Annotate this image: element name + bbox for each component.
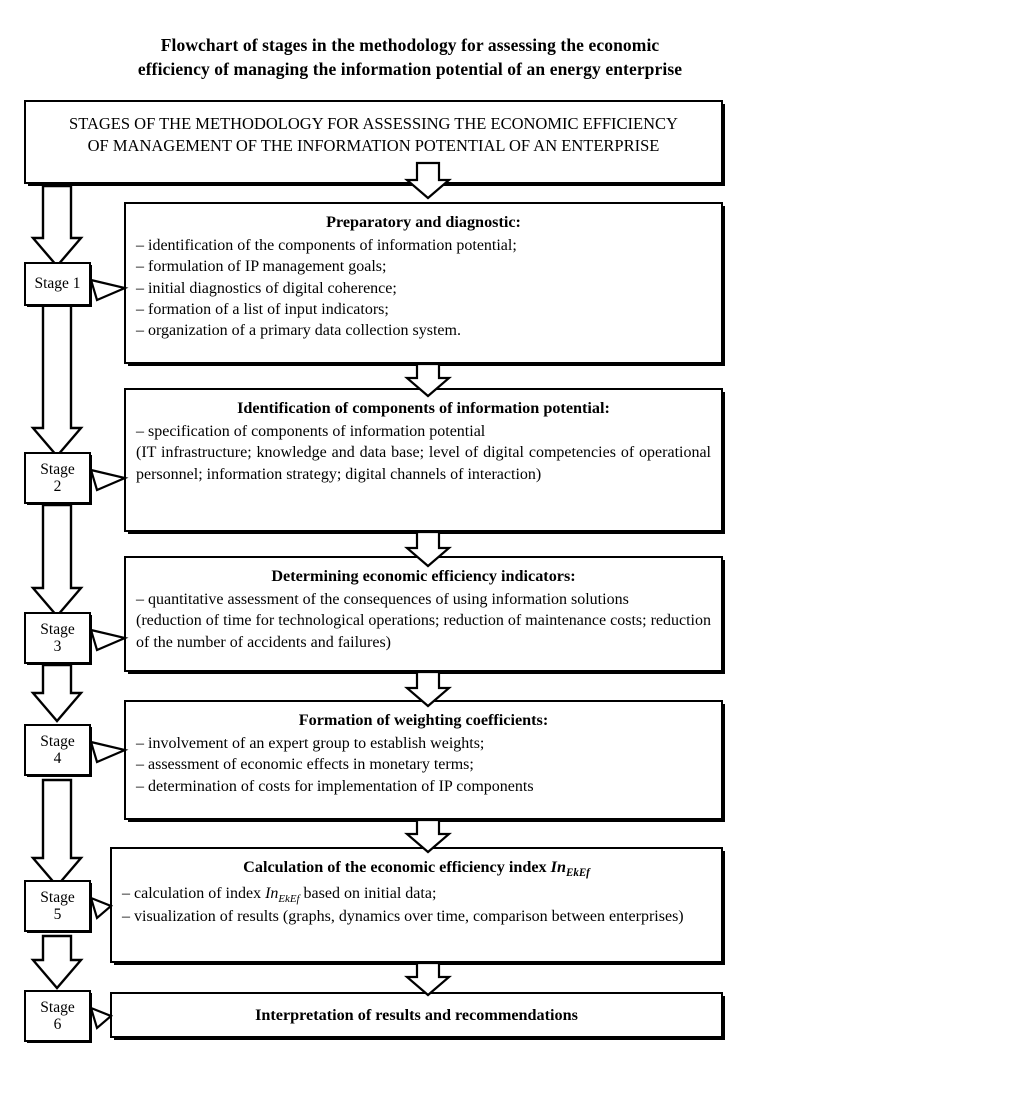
stage-tag-4-label-line-2: 4 xyxy=(53,750,62,767)
stage-tag-6[interactable]: Stage 6 xyxy=(24,990,91,1042)
spine-arrow-to-stage-4 xyxy=(30,663,84,723)
stage-tag-2-label-line-2: 2 xyxy=(53,478,62,495)
stage-box-4-line-2: – assessment of economic effects in mone… xyxy=(136,756,474,774)
index-symbol-heading: InEkEf xyxy=(550,858,590,880)
stage-box-5-line-1-prefix: – calculation of index xyxy=(122,884,266,902)
stage-box-6-heading: Interpretation of results and recommenda… xyxy=(255,1006,578,1024)
stage-tag-5-label-line-1: Stage xyxy=(40,888,75,906)
stage-tag-2[interactable]: Stage 2 xyxy=(24,452,91,504)
stage-box-6: Interpretation of results and recommenda… xyxy=(110,992,723,1038)
stage-box-2: Identification of components of informat… xyxy=(124,388,723,532)
flow-arrow-stage-5-to-6 xyxy=(404,961,452,997)
stage-box-1-heading: Preparatory and diagnostic: xyxy=(326,213,521,231)
stage-tag-5-label-line-2: 5 xyxy=(53,906,62,923)
stage-box-1-line-1: – identification of the components of in… xyxy=(136,237,517,255)
stage-tag-3-label-line-1: Stage xyxy=(40,620,75,638)
stage-tag-1[interactable]: Stage 1 xyxy=(24,262,91,306)
header-box: STAGES OF THE METHODOLOGY FOR ASSESSING … xyxy=(24,100,723,184)
stage-tag-1-label: Stage 1 xyxy=(34,275,81,293)
stage-tag-6-label-line-2: 6 xyxy=(53,1016,62,1033)
stage-box-1-line-4: – formation of a list of input indicator… xyxy=(136,300,389,318)
index-symbol-line-sub: EkEf xyxy=(278,892,300,905)
header-box-line-1: STAGES OF THE METHODOLOGY FOR ASSESSING … xyxy=(69,114,678,133)
page-title-line-1: Flowchart of stages in the methodology f… xyxy=(160,35,660,55)
stage-box-4-line-3: – determination of costs for implementat… xyxy=(136,777,534,795)
stage-box-1-line-3: – initial diagnostics of digital coheren… xyxy=(136,279,397,297)
stage-box-2-line-2: (IT infrastructure; knowledge and data b… xyxy=(136,444,711,483)
stage-box-4: Formation of weighting coefficients: – i… xyxy=(124,700,723,820)
spine-arrow-to-stage-5 xyxy=(30,778,84,888)
stage-box-4-line-1: – involvement of an expert group to esta… xyxy=(136,735,485,753)
index-symbol-heading-base: In xyxy=(550,858,566,876)
stage-tag-4[interactable]: Stage 4 xyxy=(24,724,91,776)
stage-tag-3-label-line-2: 3 xyxy=(53,638,62,655)
stage-box-2-line-1: – specification of components of informa… xyxy=(136,423,486,441)
stage-pointer-1 xyxy=(89,278,129,302)
page-title-line-2: efficiency of managing the information p… xyxy=(137,58,683,79)
stage-box-3-line-1: – quantitative assessment of the consequ… xyxy=(136,591,629,609)
stage-box-3: Determining economic efficiency indicato… xyxy=(124,556,723,672)
spine-arrow-to-stage-2 xyxy=(30,303,84,458)
index-symbol-heading-sub: EkEf xyxy=(565,867,590,880)
stage-box-5-line-2: – visualization of results (graphs, dyna… xyxy=(122,908,684,926)
stage-box-1-line-2: – formulation of IP management goals; xyxy=(136,258,387,276)
index-symbol-line-base: In xyxy=(265,884,279,902)
stage-tag-4-label-line-1: Stage xyxy=(40,732,75,750)
stage-box-5-heading-text: Calculation of the economic efficiency i… xyxy=(243,858,551,876)
stage-box-5: Calculation of the economic efficiency i… xyxy=(110,847,723,963)
stage-pointer-6 xyxy=(89,1006,114,1030)
page-title: Flowchart of stages in the methodology f… xyxy=(60,34,760,81)
stage-box-4-heading: Formation of weighting coefficients: xyxy=(298,711,549,729)
header-box-line-2: OF MANAGEMENT OF THE INFORMATION POTENTI… xyxy=(87,136,660,156)
spine-arrow-to-stage-1 xyxy=(30,184,84,268)
stage-box-1: Preparatory and diagnostic: – identifica… xyxy=(124,202,723,364)
stage-box-5-line-1: – calculation of index InEkEf based on i… xyxy=(122,883,711,907)
stage-tag-3[interactable]: Stage 3 xyxy=(24,612,91,664)
stage-pointer-3 xyxy=(89,628,129,652)
stage-tag-2-label-line-1: Stage xyxy=(40,460,75,478)
spine-arrow-to-stage-3 xyxy=(30,503,84,618)
stage-box-1-line-5: – organization of a primary data collect… xyxy=(136,321,461,339)
stage-box-5-line-1-suffix: based on initial data; xyxy=(299,884,437,902)
stage-box-3-line-2: (reduction of time for technological ope… xyxy=(136,612,711,651)
stage-box-2-heading: Identification of components of informat… xyxy=(237,399,610,417)
stage-pointer-4 xyxy=(89,740,129,764)
stage-tag-5[interactable]: Stage 5 xyxy=(24,880,91,932)
stage-box-5-heading: Calculation of the economic efficiency i… xyxy=(122,857,711,881)
stage-pointer-2 xyxy=(89,468,129,492)
stage-tag-6-label-line-1: Stage xyxy=(40,998,75,1016)
spine-arrow-to-stage-6 xyxy=(30,934,84,990)
stage-pointer-5 xyxy=(89,896,114,920)
stage-box-3-heading: Determining economic efficiency indicato… xyxy=(271,567,576,585)
index-symbol-line: InEkEf xyxy=(265,884,300,905)
